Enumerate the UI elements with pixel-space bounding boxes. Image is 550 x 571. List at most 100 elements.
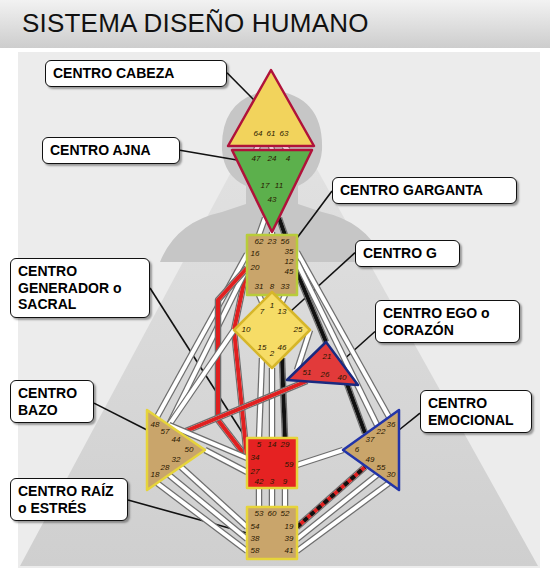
gate-number: 10 xyxy=(242,326,251,334)
channel-line xyxy=(347,384,365,433)
callout-label: CENTRO GENERADOR o SACRAL xyxy=(18,263,142,313)
channel-outline xyxy=(256,488,263,507)
center-polygon xyxy=(147,410,205,490)
center-shape: 7113102515246 xyxy=(234,292,310,368)
gate-number: 62 xyxy=(255,238,264,246)
channel-outline xyxy=(205,450,247,472)
channel-outline xyxy=(347,384,365,433)
channel-fill xyxy=(259,218,265,235)
gate-number: 25 xyxy=(294,326,303,334)
callout-label: CENTRO RAÍZ o ESTRÉS xyxy=(18,483,120,516)
title-banner xyxy=(0,0,550,48)
callout-label: CENTRO BAZO xyxy=(18,385,86,418)
gate-number: 26 xyxy=(321,371,330,379)
channel-outline xyxy=(297,483,389,551)
gate-number: 18 xyxy=(151,471,160,479)
gate-number: 15 xyxy=(258,344,267,352)
channel-line xyxy=(157,483,247,551)
center-polygon xyxy=(287,342,358,385)
channel-fill xyxy=(234,330,247,458)
gate-number: 63 xyxy=(280,130,289,138)
gate-number: 2 xyxy=(270,350,274,358)
center-polygon xyxy=(247,438,297,488)
gate-number: 45 xyxy=(285,268,294,276)
channel-outline xyxy=(234,330,247,458)
channel-outline xyxy=(169,330,234,425)
gate-number: 3 xyxy=(270,478,274,486)
channel-activation xyxy=(347,384,365,433)
gate-number: 36 xyxy=(387,421,396,429)
channel-line xyxy=(297,483,389,551)
center-shape: 536052543858193941 xyxy=(247,507,297,559)
channel-line xyxy=(279,218,285,235)
channel-line xyxy=(297,475,377,539)
channel-fill xyxy=(283,488,287,507)
gate-number: 1 xyxy=(270,302,274,310)
channel-line xyxy=(259,488,260,507)
channel-line xyxy=(297,450,343,465)
center-shape: 48574450322818 xyxy=(147,410,205,490)
leader-line xyxy=(399,413,420,430)
channel-fill xyxy=(297,262,377,425)
center-shape: 3622376495530 xyxy=(343,410,399,490)
gate-number: 33 xyxy=(281,283,290,291)
channel-activation xyxy=(282,358,285,438)
channel-line xyxy=(181,381,307,433)
gate-number: 53 xyxy=(255,510,264,518)
gate-number: 55 xyxy=(377,464,386,472)
gate-number: 51 xyxy=(303,369,312,377)
channel-line xyxy=(218,268,247,458)
leader-line xyxy=(180,150,237,160)
diagram-title: SISTEMA DISEÑO HUMANO xyxy=(22,8,369,39)
gate-number: 57 xyxy=(161,428,170,436)
gate-number: 41 xyxy=(285,547,294,555)
gate-number: 23 xyxy=(268,238,277,246)
channel-fill xyxy=(270,368,274,438)
center-shape: 64 61 63 xyxy=(228,70,314,146)
channel-line xyxy=(169,475,247,539)
channel-line xyxy=(205,450,247,472)
gate-number: 48 xyxy=(151,421,160,429)
leader-line xyxy=(227,73,254,100)
channel-outline xyxy=(269,488,276,507)
center-shape: 514293427594239 xyxy=(247,438,297,488)
gate-number: 50 xyxy=(185,446,194,454)
channel-fill xyxy=(297,467,365,527)
channel-fill xyxy=(297,483,389,551)
channel-outline xyxy=(269,368,276,438)
channel-outline xyxy=(169,475,247,539)
leader-stroke xyxy=(227,73,254,100)
callout-box: CENTRO EMOCIONAL xyxy=(420,390,532,433)
channel-line xyxy=(272,488,273,507)
gate-number: 64 xyxy=(254,130,263,138)
gate-number: 8 xyxy=(270,283,274,291)
callout-box: CENTRO CABEZA xyxy=(45,60,227,87)
gate-number: 16 xyxy=(251,250,260,258)
callout-box: CENTRO EGO o CORAZÓN xyxy=(375,300,520,343)
gate-number: 46 xyxy=(278,344,287,352)
leader-stroke xyxy=(399,413,420,430)
gate-number: 40 xyxy=(338,374,347,382)
gate-number: 13 xyxy=(278,308,287,316)
gate-number: 42 xyxy=(255,478,264,486)
gate-number: 52 xyxy=(281,510,290,518)
channel-outline xyxy=(181,381,307,433)
channel-line xyxy=(272,368,273,438)
gate-number: 56 xyxy=(281,238,290,246)
gate-number: 9 xyxy=(283,478,287,486)
leader-line xyxy=(94,403,147,430)
gate-number: 27 xyxy=(251,468,260,476)
center-polygon xyxy=(343,410,399,490)
gate-number: 58 xyxy=(251,547,260,555)
callout-box: CENTRO GENERADOR o SACRAL xyxy=(10,258,150,318)
gate-number: 49 xyxy=(366,456,375,464)
channel-activation xyxy=(218,268,247,458)
gate-number: 21 xyxy=(323,353,332,361)
channel-activation xyxy=(181,381,307,433)
channel-fill xyxy=(297,475,377,539)
callout-label: CENTRO AJNA xyxy=(50,142,172,159)
gate-number: 24 xyxy=(268,155,277,163)
gate-number: 61 xyxy=(267,130,276,138)
channel-line xyxy=(285,488,286,507)
channel-outline xyxy=(282,358,285,438)
